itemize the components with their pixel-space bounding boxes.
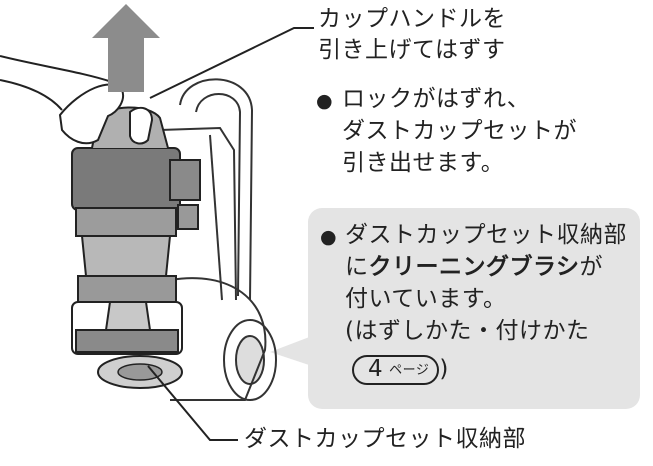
lock-note-bullet: ● — [316, 90, 333, 112]
storage-note-bullet: ● — [320, 226, 337, 248]
handle-instruction-line2: 引き上げてはずす — [318, 37, 506, 63]
page-reference-number: 4 — [368, 355, 384, 382]
hand — [58, 83, 154, 145]
note-pointer — [270, 336, 312, 366]
storage-note-line2-pre: に — [345, 254, 369, 280]
cleaning-brush-label: クリーニングブラシ — [368, 254, 580, 280]
storage-note-line2: にクリーニングブラシが — [345, 252, 603, 283]
storage-leader-line — [147, 365, 238, 441]
lock-note-line2: ダストカップセットが — [342, 118, 577, 144]
lock-note-line1: ロックがはずれ、 — [342, 86, 531, 112]
dust-cup — [71, 147, 201, 389]
page-reference-unit: ページ — [389, 362, 430, 378]
storage-compartment-label: ダストカップセット収納部 — [244, 426, 526, 452]
page-reference[interactable]: 4 ページ) — [352, 354, 449, 385]
storage-note-line1: ダストカップセット収納部 — [345, 222, 627, 248]
up-arrow — [92, 4, 160, 92]
vacuum-body — [159, 78, 277, 401]
handle-instruction-line1: カップハンドルを — [318, 6, 506, 32]
storage-note-line4: (はずしかた・付けかた — [345, 318, 590, 344]
page-reference-close: ) — [439, 356, 449, 382]
arm — [0, 55, 113, 111]
storage-note-line3: 付いています。 — [345, 286, 507, 312]
storage-note-line2-post: が — [579, 254, 604, 280]
page-reference-badge[interactable]: 4 ページ — [352, 354, 440, 385]
lock-note-line3: 引き出せます。 — [342, 150, 505, 176]
handle-leader-line — [149, 27, 314, 99]
